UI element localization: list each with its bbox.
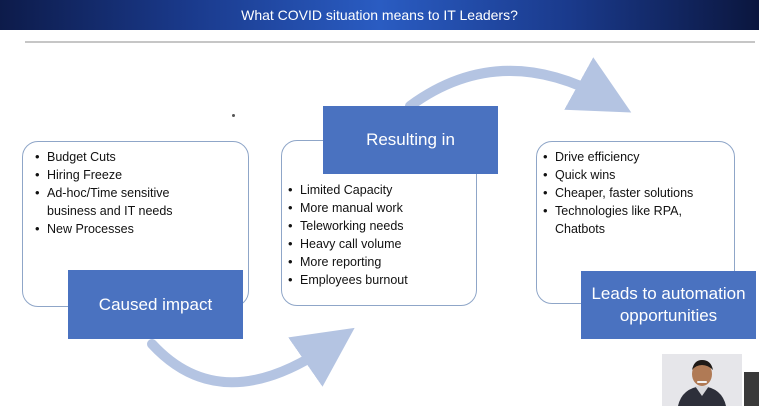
resulting-in-box: Resulting in (323, 106, 498, 174)
list-item: Budget Cuts (35, 148, 210, 166)
card-automation-list: Drive efficiency Quick wins Cheaper, fas… (543, 148, 723, 238)
list-item: More reporting (288, 253, 468, 271)
list-item: Heavy call volume (288, 235, 468, 253)
card-caused-impact-list: Budget Cuts Hiring Freeze Ad-hoc/Time se… (35, 148, 210, 238)
list-item: More manual work (288, 199, 468, 217)
list-item: Hiring Freeze (35, 166, 210, 184)
arrow-result-to-automation (405, 57, 632, 113)
slide-title: What COVID situation means to IT Leaders… (0, 0, 759, 30)
title-divider (25, 41, 755, 43)
list-item: New Processes (35, 220, 210, 238)
list-item: Quick wins (543, 166, 723, 184)
card-resulting-in-list: Limited Capacity More manual work Telewo… (288, 181, 468, 289)
caused-impact-box: Caused impact (68, 270, 243, 339)
stray-dot (232, 114, 235, 117)
list-item: Teleworking needs (288, 217, 468, 235)
list-item: Ad-hoc/Time sensitive business and IT ne… (35, 184, 210, 220)
list-item: Technologies like RPA, Chatbots (543, 202, 723, 238)
presenter-video-thumbnail (662, 354, 742, 406)
presenter-avatar-icon (662, 354, 742, 406)
list-item: Cheaper, faster solutions (543, 184, 723, 202)
arrow-impact-to-result (147, 327, 355, 388)
list-item: Limited Capacity (288, 181, 468, 199)
automation-opportunities-box: Leads to automation opportunities (581, 271, 756, 339)
list-item: Employees burnout (288, 271, 468, 289)
list-item: Drive efficiency (543, 148, 723, 166)
video-panel-edge (744, 372, 759, 406)
